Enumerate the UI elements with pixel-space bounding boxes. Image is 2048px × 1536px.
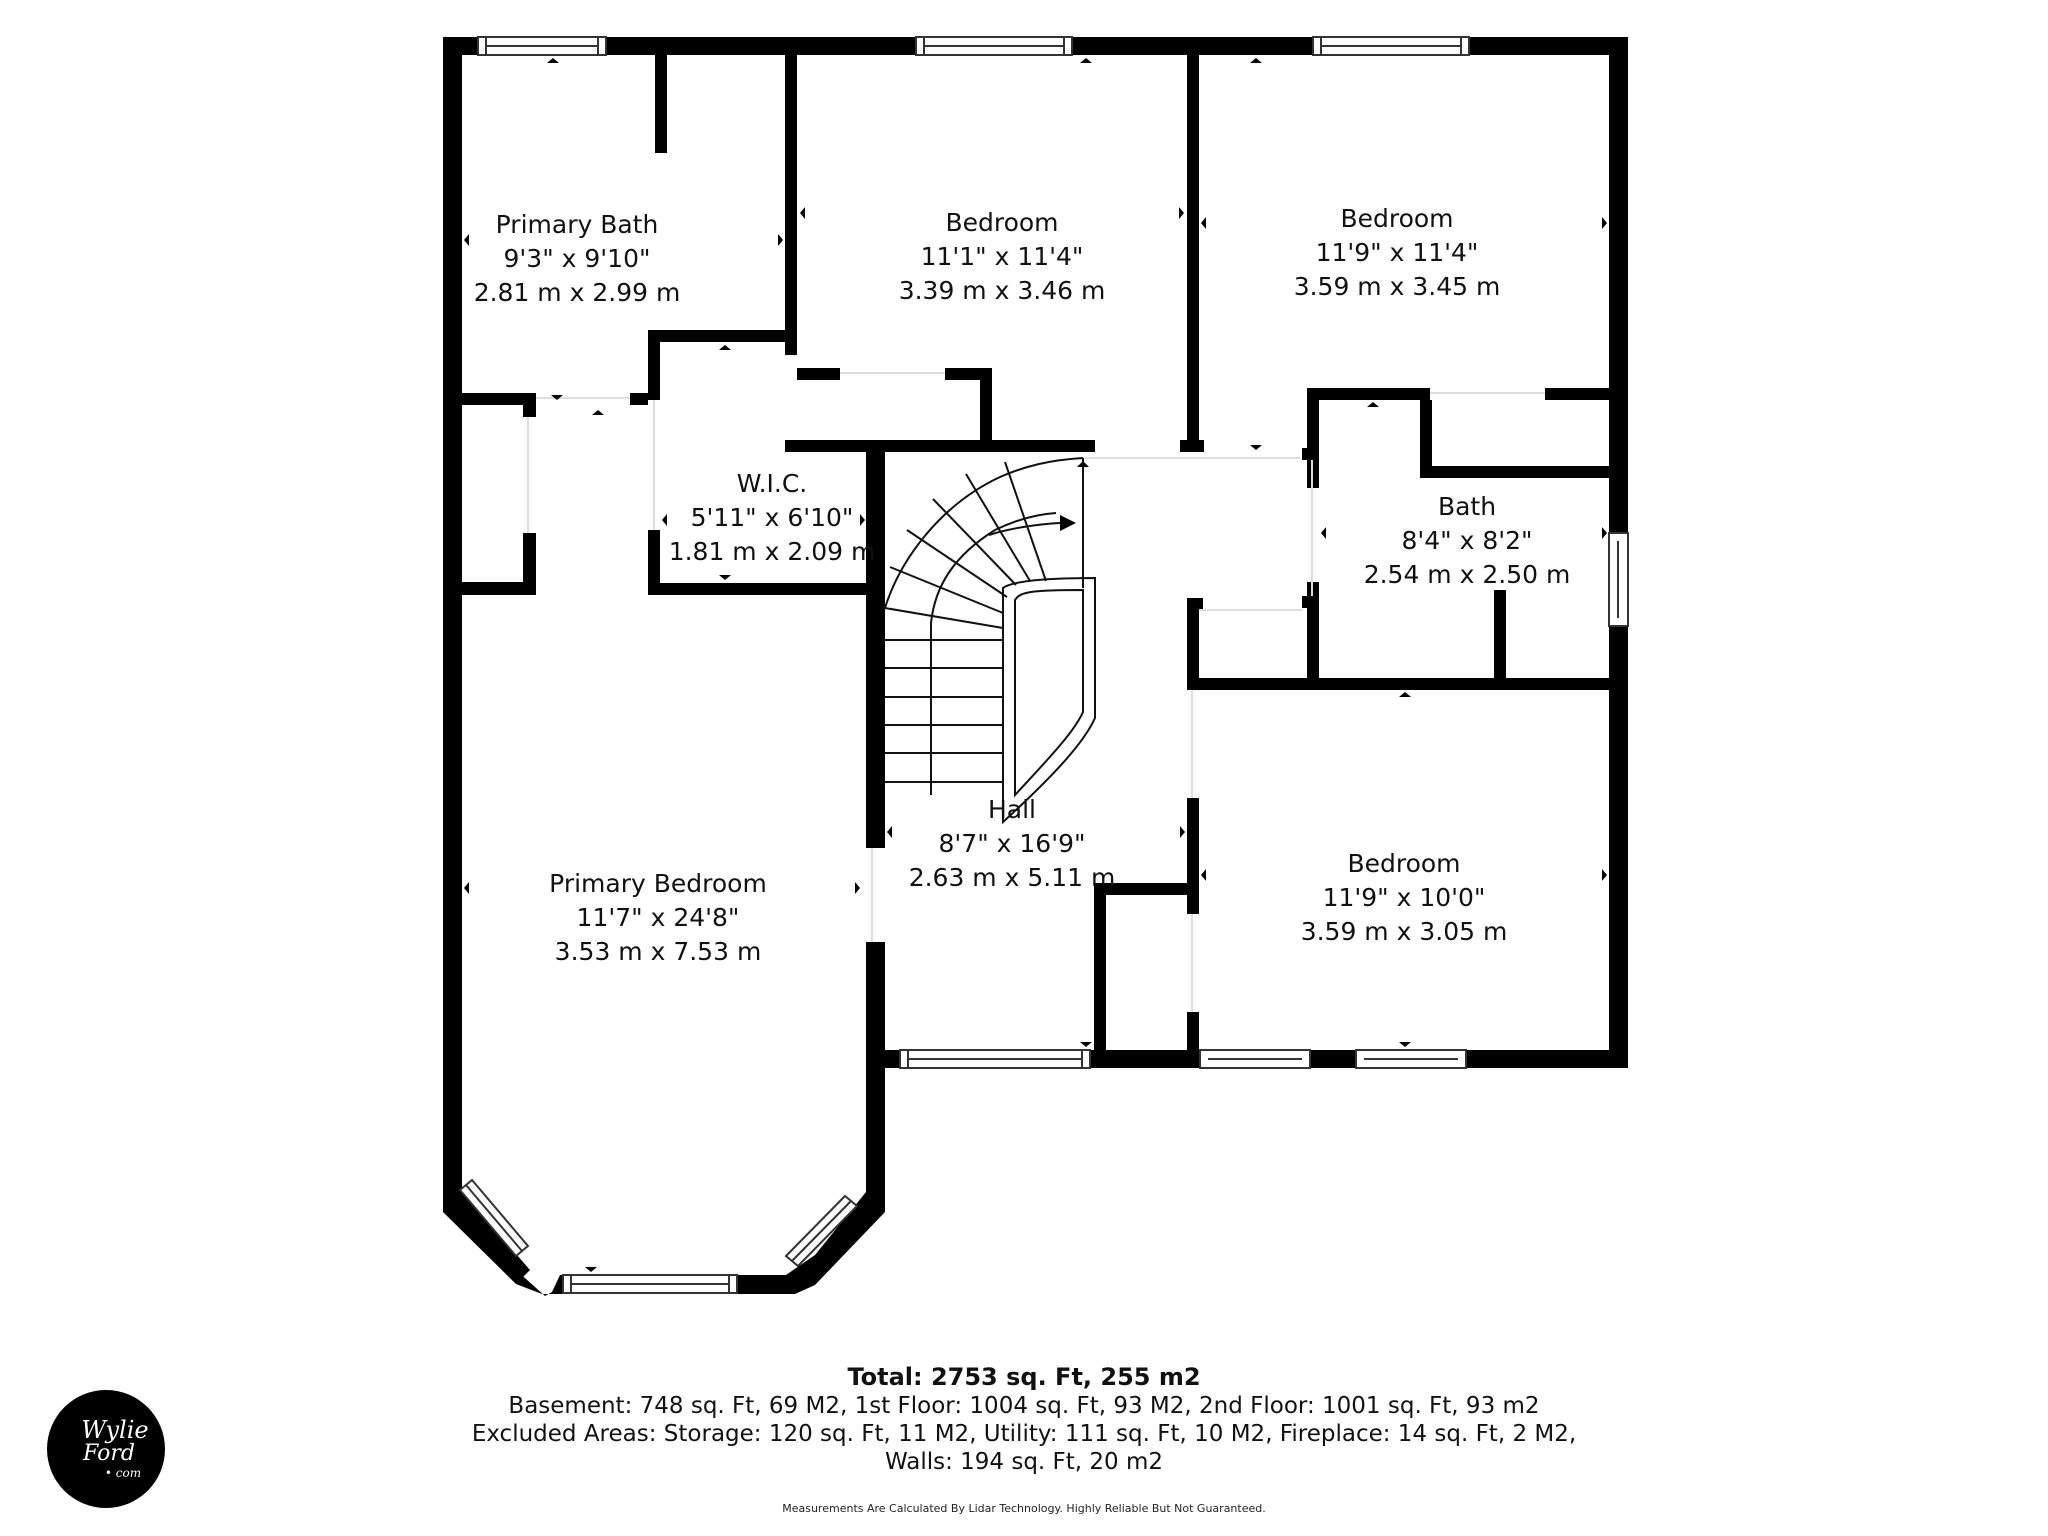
interior-walls [462, 55, 1609, 1068]
room-dimensions-meters: 2.63 m x 5.11 m [908, 863, 1116, 892]
room-dimensions-feet: 9'3" x 9'10" [503, 244, 651, 273]
excluded-areas: Excluded Areas: Storage: 120 sq. Ft, 11 … [471, 1421, 1577, 1447]
floor-areas: Basement: 748 sq. Ft, 69 M2, 1st Floor: … [508, 1393, 1540, 1419]
room-label-primary-bath: Primary Bath 9'3" x 9'10" 2.81 m x 2.99 … [474, 208, 681, 310]
room-name: Bedroom [1340, 204, 1454, 233]
room-dimensions-meters: 1.81 m x 2.09 m [668, 537, 876, 566]
wall-area: Walls: 194 sq. Ft, 20 m2 [884, 1449, 1164, 1475]
room-name: Bedroom [1347, 849, 1461, 878]
room-dimensions-meters: 3.39 m x 3.46 m [898, 276, 1106, 305]
room-name: Primary Bedroom [549, 869, 767, 898]
room-label-primary-bedroom: Primary Bedroom 11'7" x 24'8" 3.53 m x 7… [549, 867, 767, 969]
logo-line-3: • com [104, 1466, 142, 1480]
total-area: Total: 2753 sq. Ft, 255 m2 [847, 1363, 1201, 1391]
room-label-bedroom-1: Bedroom 11'1" x 11'4" 3.39 m x 3.46 m [899, 206, 1106, 308]
room-name: Bedroom [945, 208, 1059, 237]
room-label-hall: Hall 8'7" x 16'9" 2.63 m x 5.11 m [909, 793, 1116, 895]
room-dimensions-meters: 2.54 m x 2.50 m [1363, 560, 1571, 589]
disclaimer-text: Measurements Are Calculated By Lidar Tec… [782, 1502, 1266, 1515]
room-label-wic: W.I.C. 5'11" x 6'10" 1.81 m x 2.09 m [669, 467, 876, 569]
room-name: W.I.C. [736, 469, 808, 498]
room-dimensions-feet: 8'4" x 8'2" [1401, 526, 1533, 555]
stair-direction-arrow-icon [1060, 515, 1076, 531]
room-label-bedroom-3: Bedroom 11'9" x 10'0" 3.59 m x 3.05 m [1301, 847, 1508, 949]
windows [458, 36, 1629, 1294]
room-dimensions-feet: 11'7" x 24'8" [576, 903, 740, 932]
room-dimensions-feet: 11'1" x 11'4" [920, 242, 1084, 271]
logo-line-2: Ford [83, 1441, 135, 1466]
room-label-bath: Bath 8'4" x 8'2" 2.54 m x 2.50 m [1364, 490, 1571, 592]
room-dimensions-meters: 3.59 m x 3.05 m [1300, 917, 1508, 946]
room-dimensions-meters: 2.81 m x 2.99 m [473, 278, 681, 307]
dimension-markers [464, 58, 1607, 1272]
door-openings [527, 372, 1545, 1012]
logo-line-1: Wylie [81, 1416, 149, 1444]
room-dimensions-meters: 3.53 m x 7.53 m [554, 937, 762, 966]
room-name: Hall [987, 795, 1036, 824]
room-dimensions-feet: 5'11" x 6'10" [690, 503, 854, 532]
staircase [884, 457, 1096, 825]
room-dimensions-feet: 11'9" x 10'0" [1322, 883, 1486, 912]
room-name: Bath [1437, 492, 1497, 521]
room-label-bedroom-2: Bedroom 11'9" x 11'4" 3.59 m x 3.45 m [1294, 202, 1501, 304]
room-dimensions-meters: 3.59 m x 3.45 m [1293, 272, 1501, 301]
area-summary: Total: 2753 sq. Ft, 255 m2 Basement: 748… [0, 1362, 2048, 1476]
room-dimensions-feet: 11'9" x 11'4" [1315, 238, 1479, 267]
brand-logo: Wylie Ford • com [47, 1390, 165, 1508]
room-dimensions-feet: 8'7" x 16'9" [938, 829, 1086, 858]
room-name: Primary Bath [495, 210, 659, 239]
